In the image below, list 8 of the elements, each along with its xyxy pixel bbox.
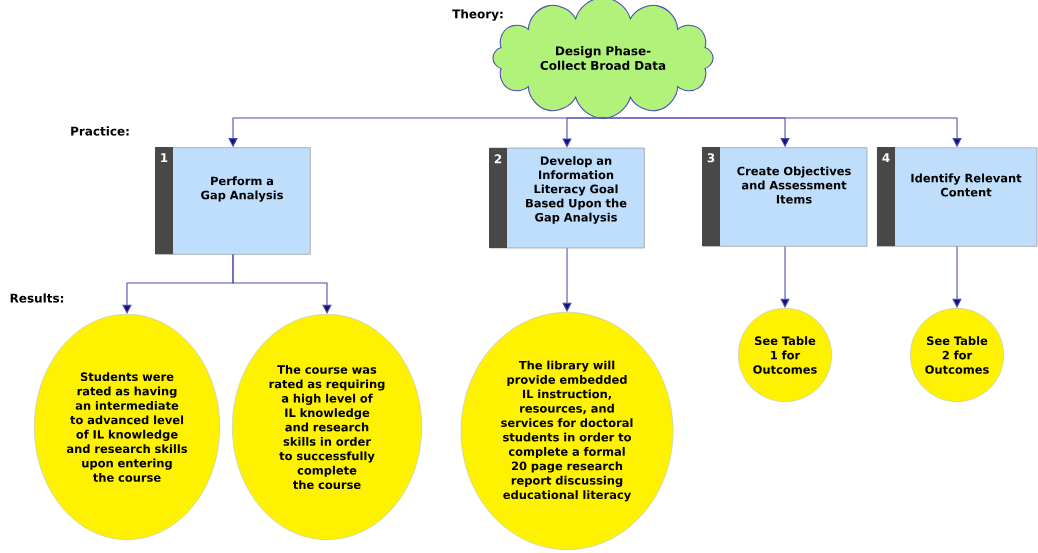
stage-label: Results:	[10, 293, 64, 303]
process-box: 2 Develop an Information Literacy Goal Based Upon the Gap Analysis	[489, 147, 645, 249]
process-box: 1 Perform a Gap Analysis	[155, 147, 311, 255]
stage-label: Theory:	[452, 9, 503, 21]
process-box: 4 Identify Relevant Content	[876, 147, 1038, 247]
stage-label: Practice:	[71, 126, 129, 136]
arrow	[562, 117, 604, 148]
process-box: 3 Create Objectives and Assessment Items	[702, 147, 868, 247]
